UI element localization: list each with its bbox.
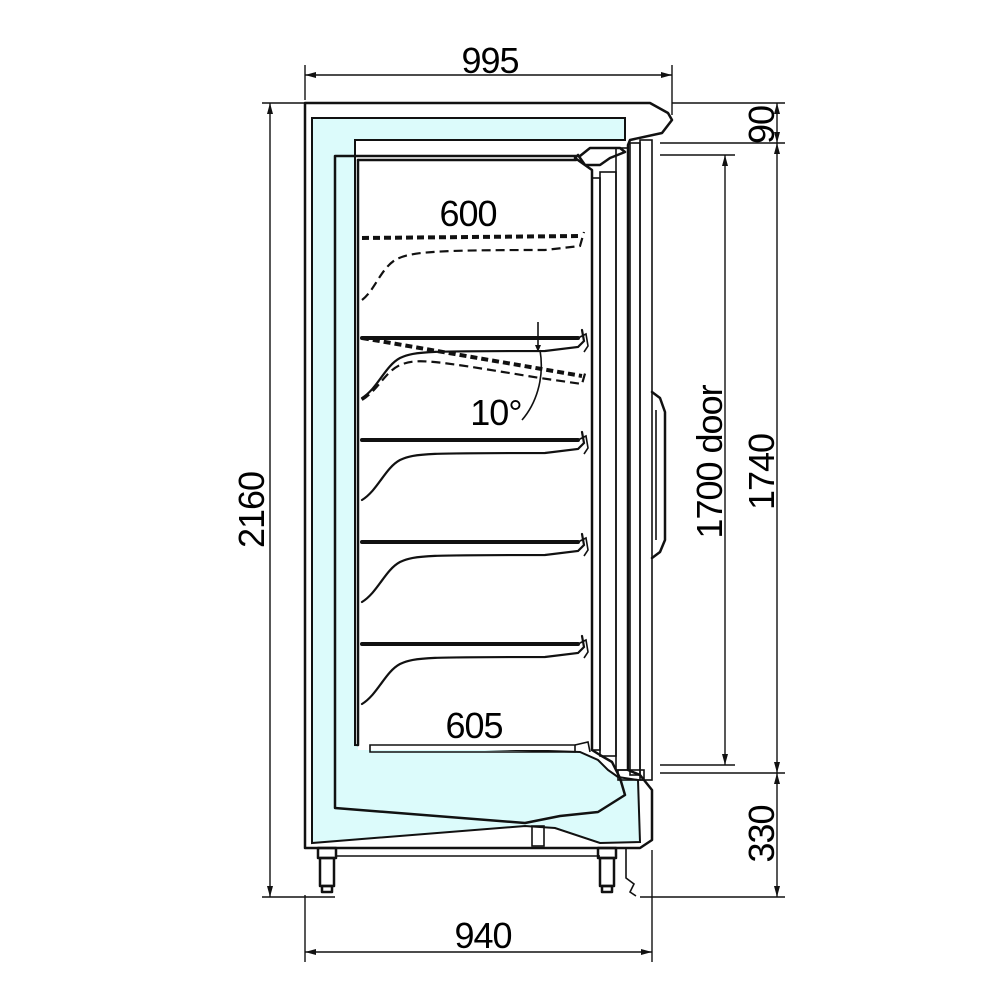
foot-left-top bbox=[316, 846, 338, 860]
dim-base-height: 330 bbox=[741, 805, 782, 862]
bottom-grille bbox=[617, 769, 645, 781]
dim-bottom-width: 940 bbox=[454, 915, 511, 956]
dim-opening-height: 1740 bbox=[741, 434, 782, 510]
dashed-shelf-tilted-deck bbox=[361, 336, 583, 378]
dim-shelf-angle: 10° bbox=[470, 392, 521, 433]
dim-bottom-shelf-depth: 605 bbox=[445, 705, 502, 746]
foot-left bbox=[318, 856, 336, 888]
shelf-hook bbox=[577, 638, 589, 659]
dim-upper-shelf-depth: 600 bbox=[439, 193, 496, 234]
drain-support bbox=[531, 825, 545, 847]
foot-right bbox=[598, 856, 616, 888]
shelf-hook bbox=[577, 332, 589, 353]
dim-canopy-height: 90 bbox=[741, 106, 782, 144]
door-handle bbox=[650, 390, 667, 560]
foot-left-base bbox=[320, 884, 334, 894]
shelf bbox=[360, 328, 589, 400]
dashed-shelf-tilted bbox=[361, 322, 588, 421]
angle-arrow bbox=[535, 345, 541, 352]
bottom-deck bbox=[369, 741, 591, 753]
dashed-shelf-top bbox=[361, 231, 586, 301]
dashed-shelf-top-profile bbox=[361, 231, 586, 301]
dashed-shelf-tilted-profile bbox=[361, 360, 588, 401]
shelf-hook bbox=[577, 536, 589, 557]
front-frame-outer bbox=[615, 147, 629, 771]
foot-right-base bbox=[600, 884, 614, 894]
door-frame bbox=[639, 139, 653, 781]
feet bbox=[316, 846, 637, 897]
shelf bbox=[360, 532, 589, 604]
dim-door-height: 1700 door bbox=[689, 384, 730, 538]
interior-space bbox=[358, 160, 588, 750]
bottom-deck-plate bbox=[369, 744, 576, 753]
dim-total-height: 2160 bbox=[231, 472, 272, 548]
dimension-lines bbox=[262, 65, 785, 962]
shelf-hook bbox=[577, 434, 589, 455]
shelf bbox=[360, 634, 589, 706]
cabinet-body bbox=[303, 101, 674, 850]
dashed-shelf-top-deck bbox=[361, 234, 581, 240]
insulation-fill bbox=[311, 117, 642, 845]
front-frame-mid bbox=[599, 171, 617, 757]
dim-top-width: 995 bbox=[461, 40, 518, 81]
shelf-profile bbox=[360, 634, 586, 706]
shelf-profile bbox=[360, 328, 586, 400]
bottom-deck-lip bbox=[574, 741, 591, 753]
shelves bbox=[360, 328, 589, 706]
shelf-profile bbox=[360, 532, 586, 604]
shelf bbox=[360, 430, 589, 502]
foot-right-top bbox=[596, 846, 618, 860]
shelf-profile bbox=[360, 430, 586, 502]
angle-arc bbox=[521, 349, 543, 421]
rear-bracket bbox=[625, 848, 637, 897]
glass-door bbox=[629, 142, 641, 776]
